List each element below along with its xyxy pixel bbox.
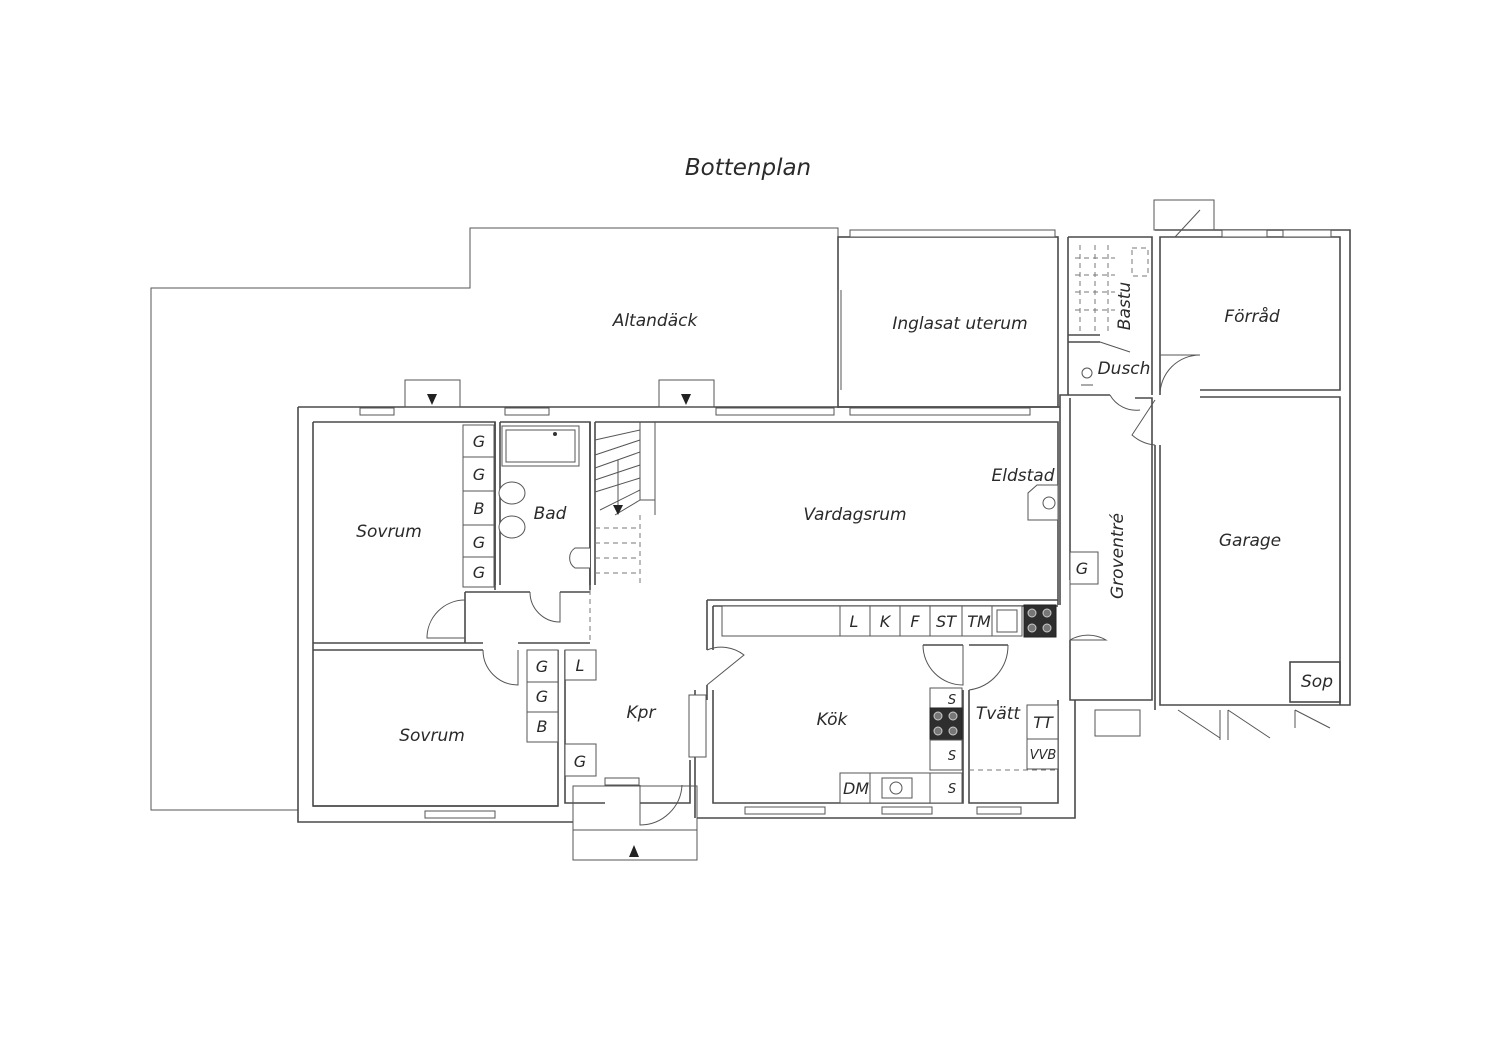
toilet-icon	[498, 515, 526, 539]
plan-title: Bottenplan	[685, 155, 811, 181]
room-label-kpr: Kpr	[627, 703, 657, 723]
stove-icon	[929, 707, 963, 741]
main-walls	[297, 406, 1076, 823]
room-label-sovrum-1: Sovrum	[356, 522, 422, 542]
stove-icon	[1023, 604, 1057, 638]
fixture-label-g: G	[536, 657, 548, 676]
fixture-label-g: G	[536, 687, 548, 706]
fixture-label-g: G	[473, 563, 485, 582]
fixture-label-s: S	[948, 749, 956, 764]
fixture-label-l: L	[850, 612, 859, 631]
fixture-label-s: S	[948, 693, 956, 708]
fixture-label-tt: TT	[1033, 713, 1054, 732]
fixture-label-g: G	[574, 752, 586, 771]
sink-icon	[498, 481, 526, 505]
entry-arrow-icon	[629, 845, 639, 857]
kitchen-sink-icon	[996, 609, 1018, 633]
fixture-label-dm: DM	[843, 779, 869, 798]
fixture-label-g: G	[473, 432, 485, 451]
entry-arrow-icon	[427, 394, 437, 405]
shower-icon	[1081, 367, 1093, 379]
fixture-label-f: F	[910, 612, 920, 631]
room-label-groventre: Groventré	[1108, 513, 1128, 599]
room-label-garage: Garage	[1219, 531, 1281, 551]
fixture-label-g: G	[1076, 559, 1088, 578]
room-label-bad: Bad	[534, 504, 567, 524]
fireplace-icon	[1027, 484, 1059, 521]
room-label-forrad: Förråd	[1224, 306, 1280, 327]
fixture-label-st: ST	[936, 612, 957, 631]
sauna-bench	[1075, 245, 1149, 386]
room-label-sop: Sop	[1301, 672, 1333, 692]
room-label-kok: Kök	[817, 710, 849, 730]
stair-arrow-icon	[613, 505, 623, 515]
deck-outline	[150, 227, 839, 811]
room-label-dusch: Dusch	[1098, 359, 1151, 379]
fixture-label-tm: TM	[967, 612, 991, 631]
fixture-label-b: B	[474, 499, 485, 518]
fixture-label-g: G	[473, 533, 485, 552]
entry-arrow-icon	[681, 394, 691, 405]
room-label-sovrum-2: Sovrum	[399, 726, 465, 746]
kitchen-counter	[721, 604, 1059, 804]
fixture-label-l: L	[576, 656, 585, 675]
room-labels: Altandäck Inglasat uterum Bastu Dusch Fö…	[356, 282, 1333, 746]
fixture-label-vvb: VVB	[1030, 748, 1057, 763]
room-label-tvatt: Tvätt	[976, 704, 1022, 724]
fixture-label-s: S	[948, 782, 956, 797]
room-label-bastu: Bastu	[1115, 282, 1135, 331]
room-label-uterum: Inglasat uterum	[892, 314, 1027, 334]
fixture-label-k: K	[880, 612, 892, 631]
door-bumps	[404, 379, 715, 857]
fixture-label-g: G	[473, 465, 485, 484]
fixture-label-b: B	[537, 717, 548, 736]
room-label-vardagsrum: Vardagsrum	[803, 505, 906, 525]
room-label-eldstad: Eldstad	[992, 466, 1055, 486]
room-label-altandack: Altandäck	[612, 311, 699, 331]
door-swings	[426, 209, 1331, 826]
staircase	[589, 422, 656, 640]
annex-walls	[572, 199, 1351, 861]
windows	[359, 229, 1332, 819]
fixture-labels: G G B G G G G B L G G L K F ST TM S S S …	[473, 432, 1088, 798]
closets	[462, 424, 1099, 777]
bath-fixtures	[498, 425, 590, 569]
